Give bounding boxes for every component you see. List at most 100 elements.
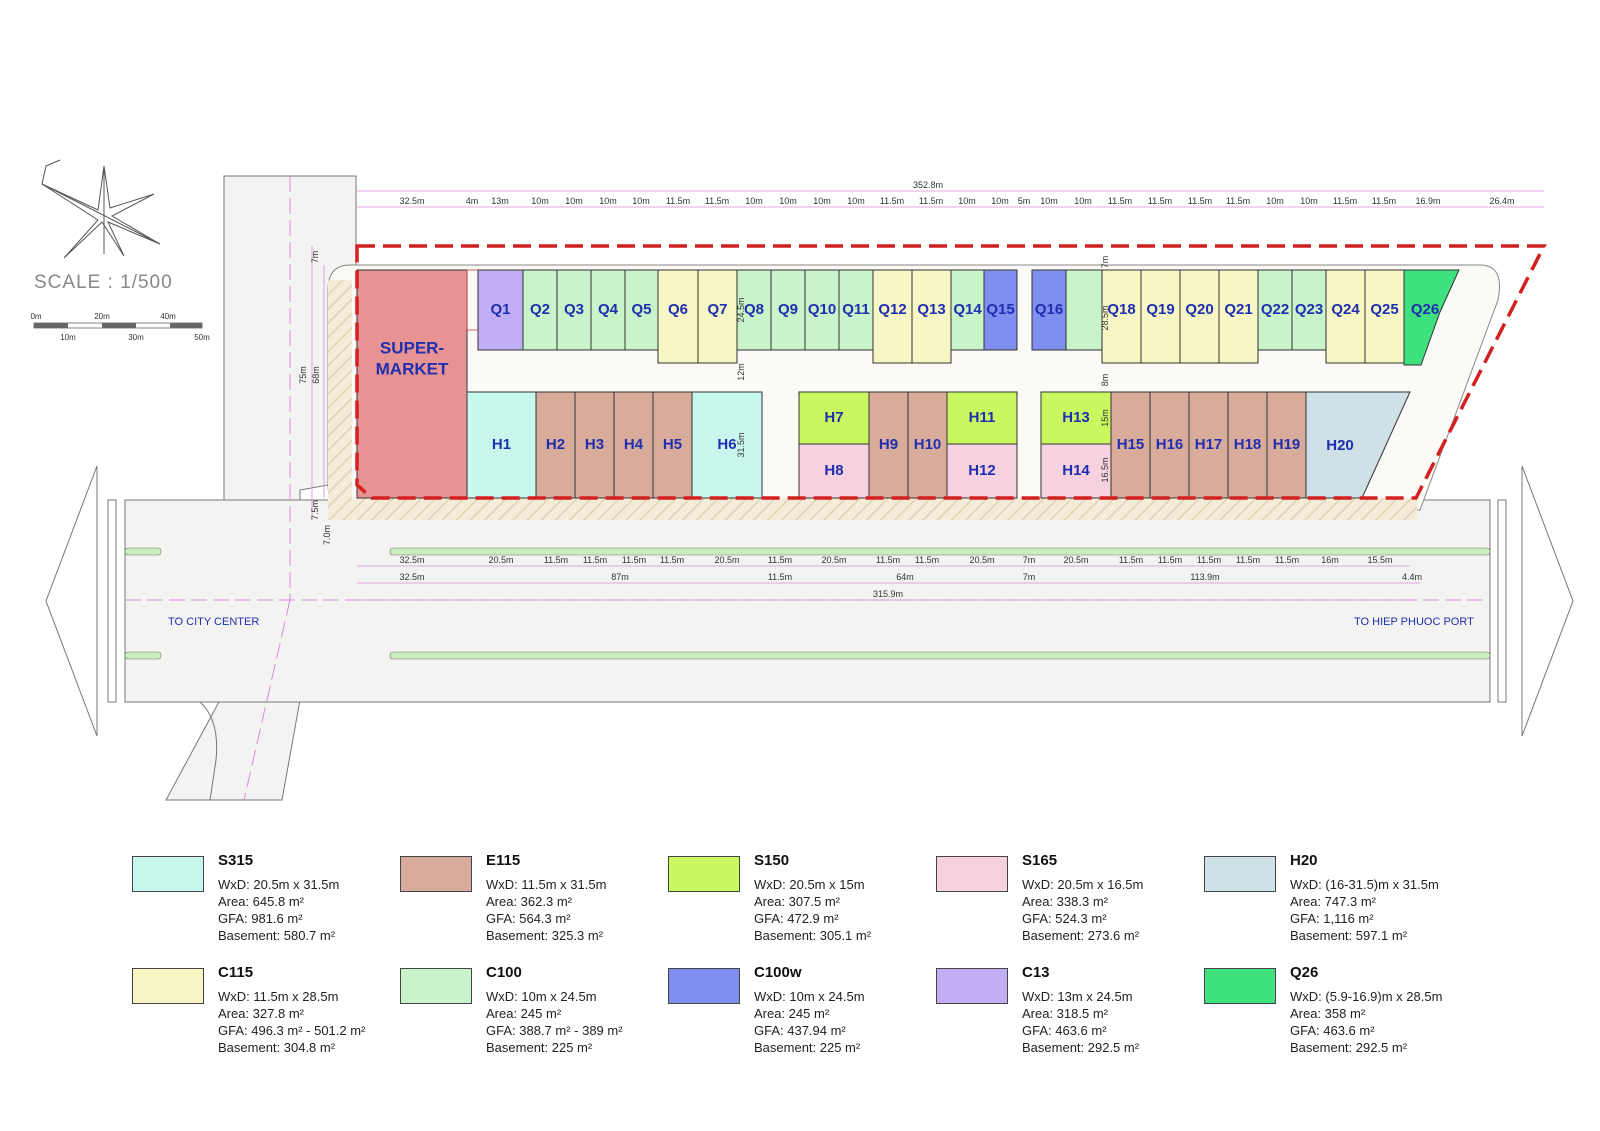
lot-h11 <box>946 391 1018 445</box>
vdim-15m: 15m <box>1100 409 1110 427</box>
legend-line: WxD: 13m x 24.5m <box>1022 989 1133 1004</box>
dim-label: 20.5m <box>488 555 513 565</box>
dim-label: 11.5m <box>1372 196 1396 206</box>
scale-tick-40: 40m <box>160 312 176 321</box>
lot-label: Q19 <box>1146 301 1174 318</box>
vdim-12m: 12m <box>736 363 746 381</box>
dim-label: 11.5m <box>1236 555 1260 565</box>
legend-swatch <box>668 856 740 892</box>
lot-label: H4 <box>624 436 644 453</box>
lot-label: Q11 <box>842 301 870 318</box>
lot-label: H3 <box>585 436 604 453</box>
lot-label: Q25 <box>1370 301 1398 318</box>
lot-label: Q2 <box>530 301 550 318</box>
lot-label: H20 <box>1326 437 1354 454</box>
dim-label: 11.5m <box>622 555 646 565</box>
legend-line: GFA: 472.9 m² <box>754 911 839 926</box>
scale-tick-50: 50m <box>194 333 210 342</box>
lot-q19 <box>1140 269 1181 364</box>
legend-line: WxD: 11.5m x 31.5m <box>486 877 607 892</box>
lot-label: H19 <box>1273 436 1301 453</box>
lot-label: H12 <box>968 462 996 479</box>
sidewalk-left <box>328 280 352 520</box>
lot-h7 <box>798 391 870 445</box>
legend-line: Area: 327.8 m² <box>218 1006 304 1021</box>
dim-label: 11.5m <box>876 555 900 565</box>
dim-label: 10m <box>991 196 1009 206</box>
legend-swatch <box>400 968 472 1004</box>
vdim-16-5m: 16.5m <box>1100 457 1110 482</box>
legend-line: Area: 245 m² <box>486 1006 562 1021</box>
lot-q2 <box>522 269 558 351</box>
lot-h1 <box>466 391 537 499</box>
dim-label: 11.5m <box>1226 196 1250 206</box>
lot-label: H7 <box>824 409 843 426</box>
lot-label: Q4 <box>598 301 619 318</box>
dim-label: 20.5m <box>714 555 739 565</box>
dim-label: 16.9m <box>1415 196 1440 206</box>
dim-label: 11.5m <box>705 196 729 206</box>
dim-label: 11.5m <box>666 196 690 206</box>
legend-line: GFA: 496.3 m² - 501.2 m² <box>218 1023 366 1038</box>
legend-line: WxD: (16-31.5)m x 31.5m <box>1290 877 1439 892</box>
lot-h14 <box>1040 443 1112 499</box>
lot-q7 <box>697 269 738 364</box>
sidewalk-bottom <box>352 498 1417 520</box>
direction-port: TO HIEP PHUOC PORT <box>1354 616 1474 628</box>
vdim-7-0m: 7.0m <box>322 525 332 545</box>
lot-label: Q15 <box>986 301 1014 318</box>
lot-q8 <box>736 269 772 351</box>
legend-line: WxD: 20.5m x 16.5m <box>1022 877 1144 892</box>
legend-line: Basement: 225 m² <box>754 1040 861 1055</box>
lot-q3 <box>556 269 592 351</box>
dim-total-bottom: 315.9m <box>873 589 903 599</box>
dim-label: 32.5m <box>399 572 424 582</box>
lot-label: Q5 <box>631 301 651 318</box>
dim-label: 10m <box>847 196 865 206</box>
lot-label: H9 <box>879 436 898 453</box>
dim-label: 11.5m <box>544 555 568 565</box>
dim-label: 7m <box>1023 555 1036 565</box>
legend-name: E115 <box>486 852 521 869</box>
lot-label: H1 <box>492 436 511 453</box>
dim-label: 11.5m <box>768 572 792 582</box>
dim-label: 64m <box>896 572 914 582</box>
legend-swatch <box>668 968 740 1004</box>
supermarket-label-1: SUPER- <box>380 338 444 357</box>
lot-q26 <box>1403 269 1460 366</box>
dim-label: 4.4m <box>1402 572 1422 582</box>
lot-q23 <box>1291 269 1327 351</box>
lot-label: H5 <box>663 436 682 453</box>
dim-label: 10m <box>1266 196 1284 206</box>
dim-label: 20.5m <box>1063 555 1088 565</box>
lot-q12 <box>872 269 913 364</box>
lot-h3 <box>574 391 615 499</box>
lot-label: Q16 <box>1035 301 1063 318</box>
vertical-dims: 7m 75m 68m 7.5m 7.0m 24.5m 12m 31.5m 28.… <box>298 246 1110 545</box>
dim-label: 11.5m <box>1108 196 1132 206</box>
lot-label: Q7 <box>707 301 727 318</box>
dim-label: 87m <box>611 572 629 582</box>
lot-label: Q14 <box>953 301 982 318</box>
legend-swatch <box>132 968 204 1004</box>
legend-line: GFA: 564.3 m² <box>486 911 571 926</box>
legend-line: WxD: 10m x 24.5m <box>486 989 597 1004</box>
lot-label: H2 <box>546 436 565 453</box>
lot-label: Q20 <box>1185 301 1213 318</box>
legend-line: WxD: 20.5m x 15m <box>754 877 865 892</box>
legend-name: S165 <box>1022 852 1058 869</box>
dim-label: 10m <box>1074 196 1092 206</box>
legend-swatch <box>1204 968 1276 1004</box>
legend-line: WxD: 10m x 24.5m <box>754 989 865 1004</box>
dim-label: 4m <box>466 196 479 206</box>
